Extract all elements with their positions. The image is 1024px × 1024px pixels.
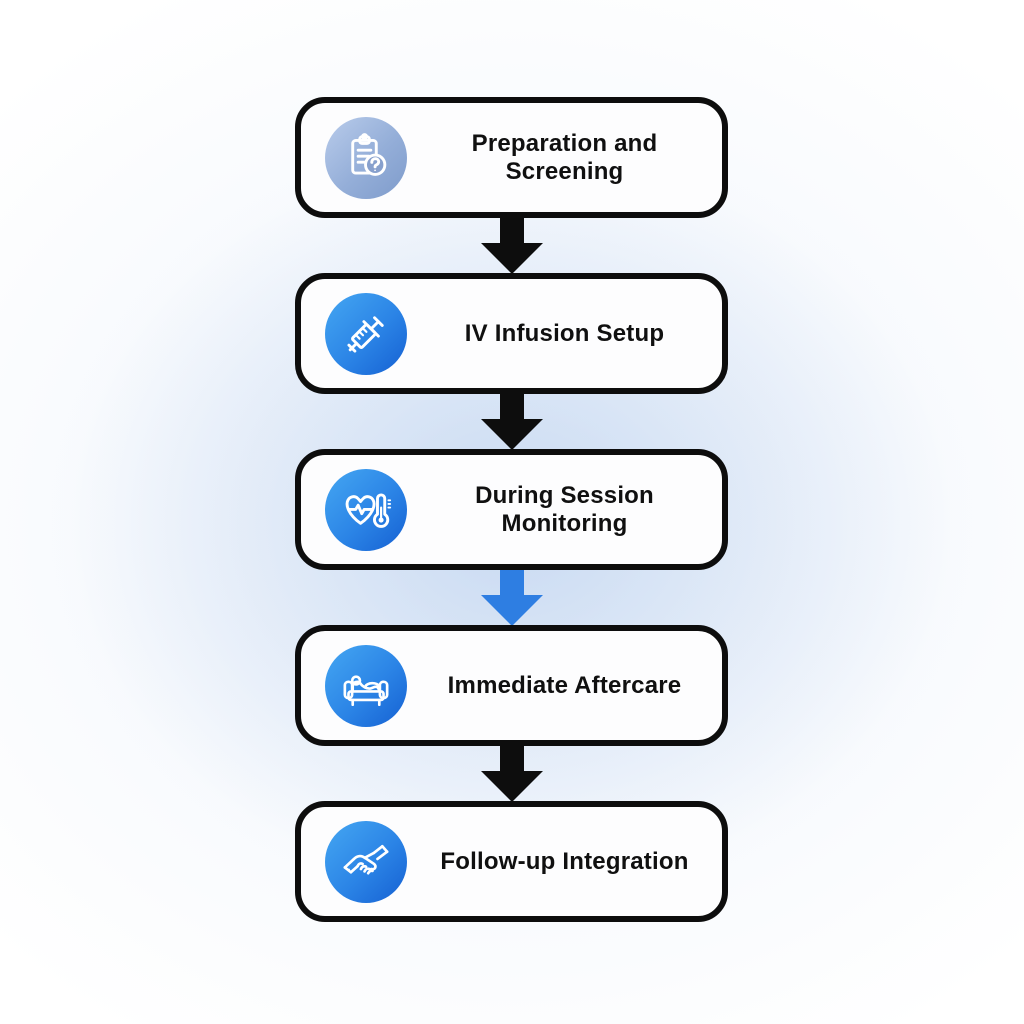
handshake-icon	[325, 820, 407, 903]
step-box-iv-infusion-setup: IV Infusion Setup	[295, 273, 728, 394]
arrow-down-connector-4	[295, 743, 728, 802]
step-box-immediate-aftercare: Immediate Aftercare	[295, 625, 728, 746]
flowchart: Preparation and Screening	[295, 97, 728, 922]
person-resting-couch-icon	[325, 644, 407, 727]
step-box-follow-up-integration: Follow-up Integration	[295, 801, 728, 922]
step-label: IV Infusion Setup	[464, 319, 665, 347]
arrow-down-connector-3	[295, 567, 728, 626]
step-box-preparation-and-screening: Preparation and Screening	[295, 97, 728, 218]
clipboard-question-icon	[325, 116, 407, 199]
syringe-icon	[325, 292, 407, 375]
step-box-during-session-monitoring: During Session Monitoring	[295, 449, 728, 570]
heart-pulse-thermometer-icon	[325, 468, 407, 551]
arrow-down-connector-1	[295, 215, 728, 274]
step-label: Immediate Aftercare	[447, 671, 682, 699]
step-label: Preparation and Screening	[471, 129, 658, 185]
step-label: During Session Monitoring	[475, 481, 654, 537]
step-label: Follow-up Integration	[440, 847, 689, 875]
arrow-down-connector-2	[295, 391, 728, 450]
